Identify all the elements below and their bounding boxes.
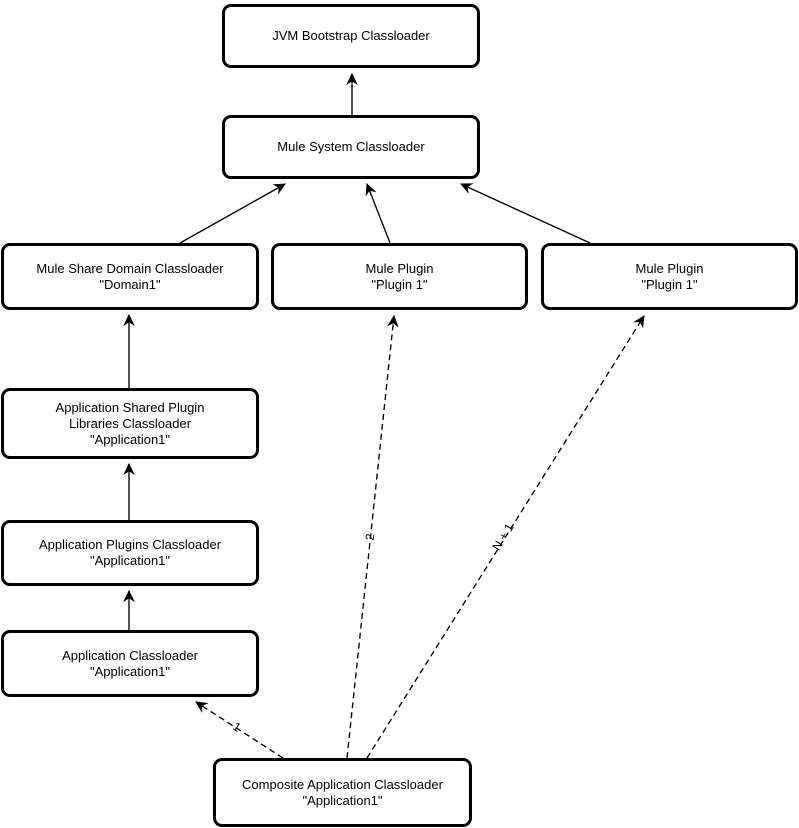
node-sublabel: "Domain1"	[99, 276, 161, 292]
node-label: Application Shared Plugin	[55, 399, 205, 415]
edge-composite-to-plugin-right-arrow	[366, 315, 645, 759]
node-application-plugins-classloader: Application Plugins Classloader "Applica…	[1, 520, 259, 586]
node-label: JVM Bootstrap Classloader	[272, 28, 430, 43]
edge-composite-to-appclassloader-arrow	[195, 701, 284, 759]
node-label: Application Classloader	[62, 647, 198, 663]
node-sublabel: "Application1"	[89, 431, 171, 447]
node-label: Composite Application Classloader	[242, 776, 443, 792]
edge-label-2: 2	[362, 532, 378, 542]
node-composite-application-classloader: Composite Application Classloader "Appli…	[213, 758, 472, 827]
node-application-classloader: Application Classloader "Application1"	[1, 630, 259, 697]
node-mule-plugin-right: Mule Plugin "Plugin 1"	[541, 243, 798, 310]
node-sublabel: "Plugin 1"	[641, 276, 698, 292]
node-label: Application Plugins Classloader	[38, 537, 222, 552]
node-jvm-bootstrap-classloader: JVM Bootstrap Classloader	[222, 4, 480, 68]
node-label: Libraries Classloader	[68, 415, 192, 431]
node-label: Mule System Classloader	[277, 139, 425, 154]
edge-plugin-mid-to-system-arrow	[365, 182, 391, 244]
node-label: Mule Plugin	[635, 260, 704, 276]
edge-domain-to-system-arrow	[179, 183, 286, 244]
node-sublabel: "Application1"	[302, 792, 383, 808]
node-label: Mule Plugin	[365, 260, 434, 276]
node-sublabel: "Plugin 1"	[371, 276, 428, 292]
node-mule-system-classloader: Mule System Classloader	[222, 115, 480, 179]
node-application-shared-plugin-libraries-classloader: Application Shared Plugin Libraries Clas…	[1, 388, 259, 459]
node-sublabel: "Application1"	[89, 553, 171, 568]
edge-plugin-right-to-system-arrow	[460, 183, 591, 244]
edge-composite-to-plugin-mid-arrow	[346, 314, 399, 759]
node-sublabel: "Application1"	[89, 663, 171, 679]
node-mule-share-domain-classloader: Mule Share Domain Classloader "Domain1"	[1, 243, 259, 310]
node-label: Mule Share Domain Classloader	[36, 260, 224, 276]
node-mule-plugin-center: Mule Plugin "Plugin 1"	[271, 243, 528, 310]
